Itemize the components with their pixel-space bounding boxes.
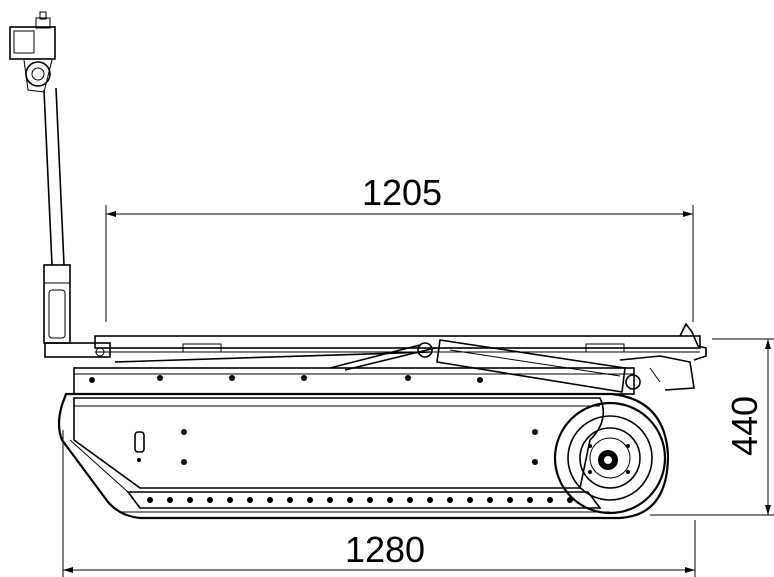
platform-deck — [94, 322, 707, 361]
dimension-overall-length: 1280 — [62, 430, 696, 577]
dimension-label-1280: 1280 — [345, 529, 425, 570]
dimension-overall-height: 440 — [650, 338, 774, 516]
dimension-label-440: 440 — [724, 396, 765, 456]
track-body — [57, 392, 670, 520]
drive-wheel — [553, 401, 667, 515]
lift-mechanism — [114, 339, 695, 393]
control-handle — [9, 11, 111, 358]
track-links — [147, 497, 573, 503]
dimension-label-1205: 1205 — [362, 172, 442, 213]
dimension-platform-length: 1205 — [105, 172, 694, 322]
